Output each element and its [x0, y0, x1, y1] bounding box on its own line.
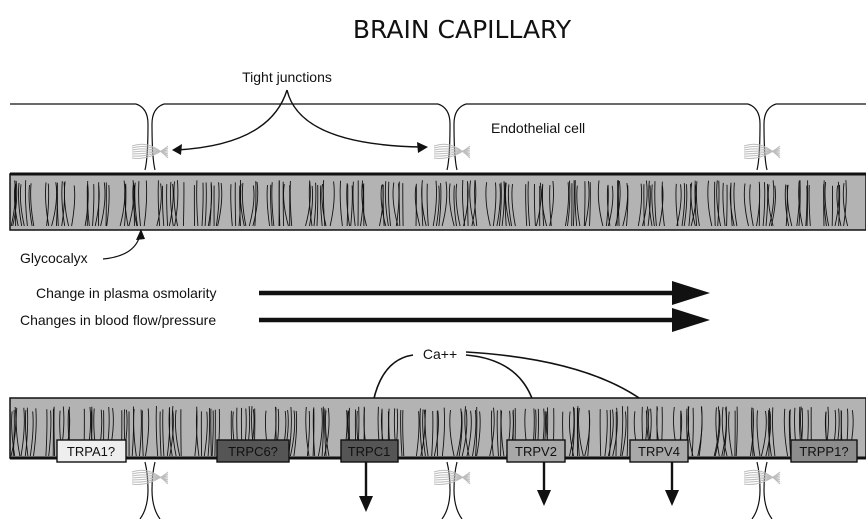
- tight-junction-fibrils-top: [132, 144, 780, 158]
- channel-label: TRPV4: [638, 444, 680, 459]
- tight-junction-fibrils-bottom: [132, 470, 780, 484]
- channel-label: TRPC6?: [228, 444, 278, 459]
- top-endothelial-layer: [10, 104, 866, 170]
- trp-channel-trpv4: TRPV4: [630, 440, 688, 462]
- tight-junctions-label: Tight junctions: [242, 69, 332, 85]
- trp-channel-trpp1: TRPP1?: [791, 440, 857, 462]
- glycocalyx-pointer: [103, 235, 140, 259]
- osmolarity-label: Change in plasma osmolarity: [36, 285, 217, 301]
- trp-channel-trpc6: TRPC6?: [217, 440, 289, 462]
- calcium-label: Ca++: [423, 346, 457, 362]
- blood-flow-label: Changes in blood flow/pressure: [20, 312, 216, 328]
- diagram-title: BRAIN CAPILLARY: [353, 15, 572, 44]
- glycocalyx-label: Glycocalyx: [20, 250, 88, 266]
- channel-label: TRPP1?: [799, 444, 848, 459]
- downstream-arrows: [359, 462, 679, 512]
- channel-label: TRPC1: [348, 444, 391, 459]
- trp-channel-trpc1: TRPC1: [341, 440, 398, 462]
- osmolarity-arrowhead: [672, 281, 710, 305]
- tight-junction-arrowheads: [172, 142, 428, 155]
- tight-junction-arrows: [176, 90, 422, 150]
- channel-label: TRPV2: [515, 444, 557, 459]
- trp-channel-trpv2: TRPV2: [507, 440, 565, 462]
- endothelial-cell-label: Endothelial cell: [491, 120, 585, 136]
- trp-channel-trpa1: TRPA1?: [57, 440, 126, 462]
- blood-flow-arrowhead: [672, 308, 710, 332]
- channel-label: TRPA1?: [67, 444, 115, 459]
